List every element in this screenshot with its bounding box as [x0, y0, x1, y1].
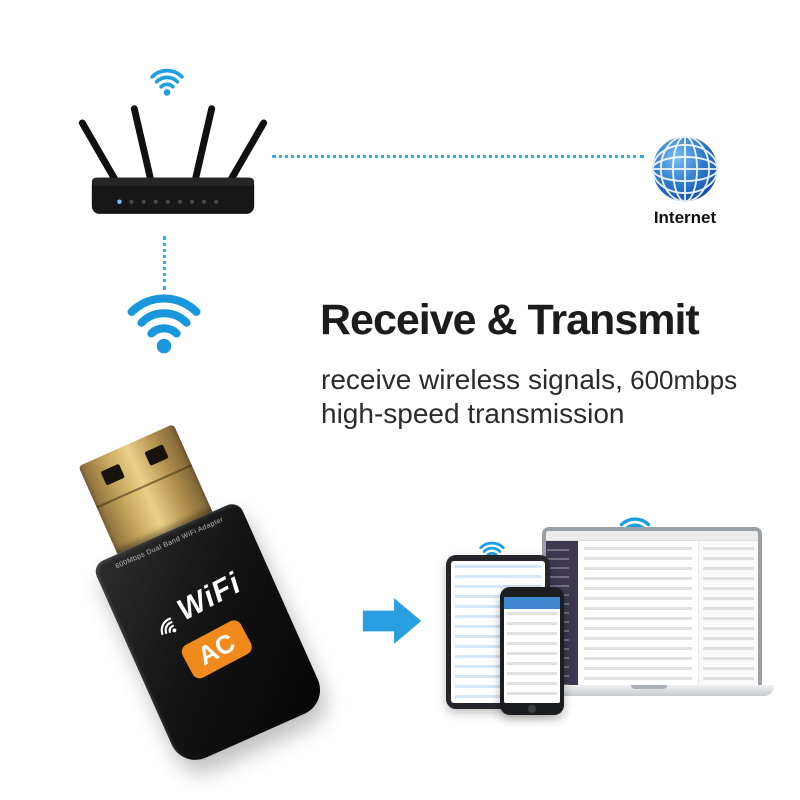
- phone-app-header: [504, 597, 560, 609]
- router-image: [78, 105, 268, 214]
- adapter-ac-badge: AC: [179, 617, 255, 682]
- subline-1-text: receive wireless signals,: [321, 364, 623, 395]
- internet-label: Internet: [653, 208, 717, 227]
- subline-1: receive wireless signals, 600mbps: [321, 364, 737, 396]
- laptop-base: [524, 685, 774, 696]
- adapter-brand-text: WiFi: [171, 566, 247, 628]
- usb-wifi-adapter: 600Mbps Dual Band WiFi Adapter WiFi AC: [53, 413, 329, 769]
- laptop-app-panel: [698, 541, 758, 689]
- laptop-app-titlebar: [546, 531, 758, 541]
- dotted-line-to-internet: [272, 155, 644, 158]
- usb-wifi-adapter-image: 600Mbps Dual Band WiFi Adapter WiFi AC: [48, 420, 338, 775]
- usb-slot: [100, 463, 125, 486]
- headline: Receive & Transmit: [320, 296, 700, 344]
- laptop-app-content: [578, 541, 698, 689]
- usb-slot: [144, 444, 169, 466]
- phone-screen: [504, 597, 560, 703]
- speed-text: 600mbps: [622, 365, 738, 395]
- globe-icon: [652, 136, 718, 202]
- subline-2: high-speed transmission: [321, 398, 625, 429]
- devices-group: [440, 505, 790, 720]
- arrow-right-icon: [362, 598, 422, 644]
- smartphone: [500, 587, 564, 715]
- wifi-arcs-icon: [154, 612, 183, 642]
- phone-home-button: [528, 705, 536, 713]
- wifi-signal-icon-large: [118, 284, 210, 356]
- dotted-line-to-wifi: [163, 236, 166, 290]
- laptop-screen: [542, 527, 762, 693]
